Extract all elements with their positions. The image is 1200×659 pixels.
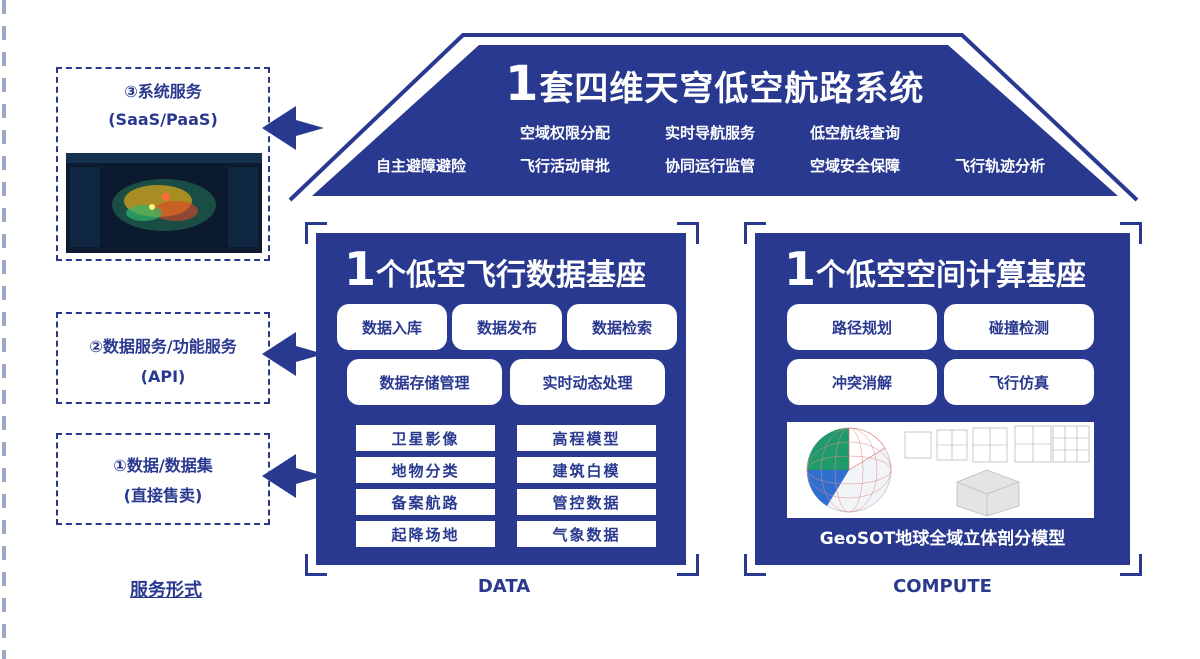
bracket-corner [305,222,327,244]
bracket-corner [744,554,766,576]
data-panel-title-text: 个低空飞行数据基座 [376,258,647,293]
data-pill: 实时动态处理 [510,359,665,405]
data-panel-title: 1个低空飞行数据基座 [344,242,646,296]
data-tag: 建筑白模 [517,457,656,483]
roof-item: 低空航线查询 [810,124,901,142]
service-form-caption-text: 服务形式 [130,580,202,601]
system-screenshot-image [66,153,262,253]
data-pill: 数据入库 [337,304,447,350]
compute-label: COMPUTE [893,576,992,597]
compute-pill: 路径规划 [787,304,937,350]
arrow-left-icon [262,454,324,498]
compute-panel-title-number: 1 [784,242,817,296]
data-tag: 气象数据 [517,521,656,547]
data-panel-title-number: 1 [344,242,377,296]
roof-item: 飞行活动审批 [520,157,611,175]
roof-item: 空域权限分配 [520,124,611,142]
data-tag: 卫星影像 [356,425,495,451]
data-pill: 数据存储管理 [347,359,502,405]
bracket-corner [677,222,699,244]
data-pill: 数据检索 [567,304,677,350]
data-function-service-subtitle: (API) [140,367,186,386]
data-tag: 备案航路 [356,489,495,515]
data-tag: 起降场地 [356,521,495,547]
roof-item: 协同运行监管 [665,157,756,175]
system-service-box: ③系统服务 (SaaS/PaaS) [56,67,270,261]
data-function-service-box: ②数据服务/功能服务 (API) [56,312,270,404]
bracket-corner [677,554,699,576]
roof-item: 实时导航服务 [665,124,756,142]
arrow-left-icon [262,332,324,376]
system-service-subtitle: (SaaS/PaaS) [108,110,218,129]
geosot-model-caption: GeoSOT地球全域立体剖分模型 [819,529,1066,549]
system-service-title: ③系统服务 [124,82,202,101]
roof-shape [288,33,1139,202]
roof-title-text: 套四维天穹低空航路系统 [539,69,925,109]
roof-item: 空域安全保障 [810,157,901,175]
data-label: DATA [477,576,531,597]
data-function-service-title: ②数据服务/功能服务 [89,337,237,356]
arrow-left-icon [262,106,324,150]
data-pill: 数据发布 [452,304,562,350]
compute-pill: 冲突消解 [787,359,937,405]
roof-title: 1套四维天穹低空航路系统 [505,56,924,112]
roof-item: 自主避障避险 [376,157,467,175]
bracket-corner [305,554,327,576]
compute-pill: 碰撞检测 [944,304,1094,350]
service-form-caption: 服务形式 [96,576,236,602]
bracket-corner [1120,554,1142,576]
compute-panel-title-text: 个低空空间计算基座 [816,258,1087,293]
data-tag: 高程模型 [517,425,656,451]
bracket-corner [1120,222,1142,244]
dataset-service-box: ①数据/数据集 (直接售卖) [56,433,270,525]
compute-pill: 飞行仿真 [944,359,1094,405]
data-tag: 管控数据 [517,489,656,515]
roof-item: 飞行轨迹分析 [955,157,1046,175]
data-tag: 地物分类 [356,457,495,483]
dataset-service-subtitle: (直接售卖) [123,486,203,505]
bracket-corner [744,222,766,244]
left-edge-dashes [2,0,6,659]
compute-panel-title: 1个低空空间计算基座 [784,242,1086,296]
geosot-model-image [787,422,1094,518]
dataset-service-title: ①数据/数据集 [113,456,213,475]
roof-title-number: 1 [505,56,540,112]
